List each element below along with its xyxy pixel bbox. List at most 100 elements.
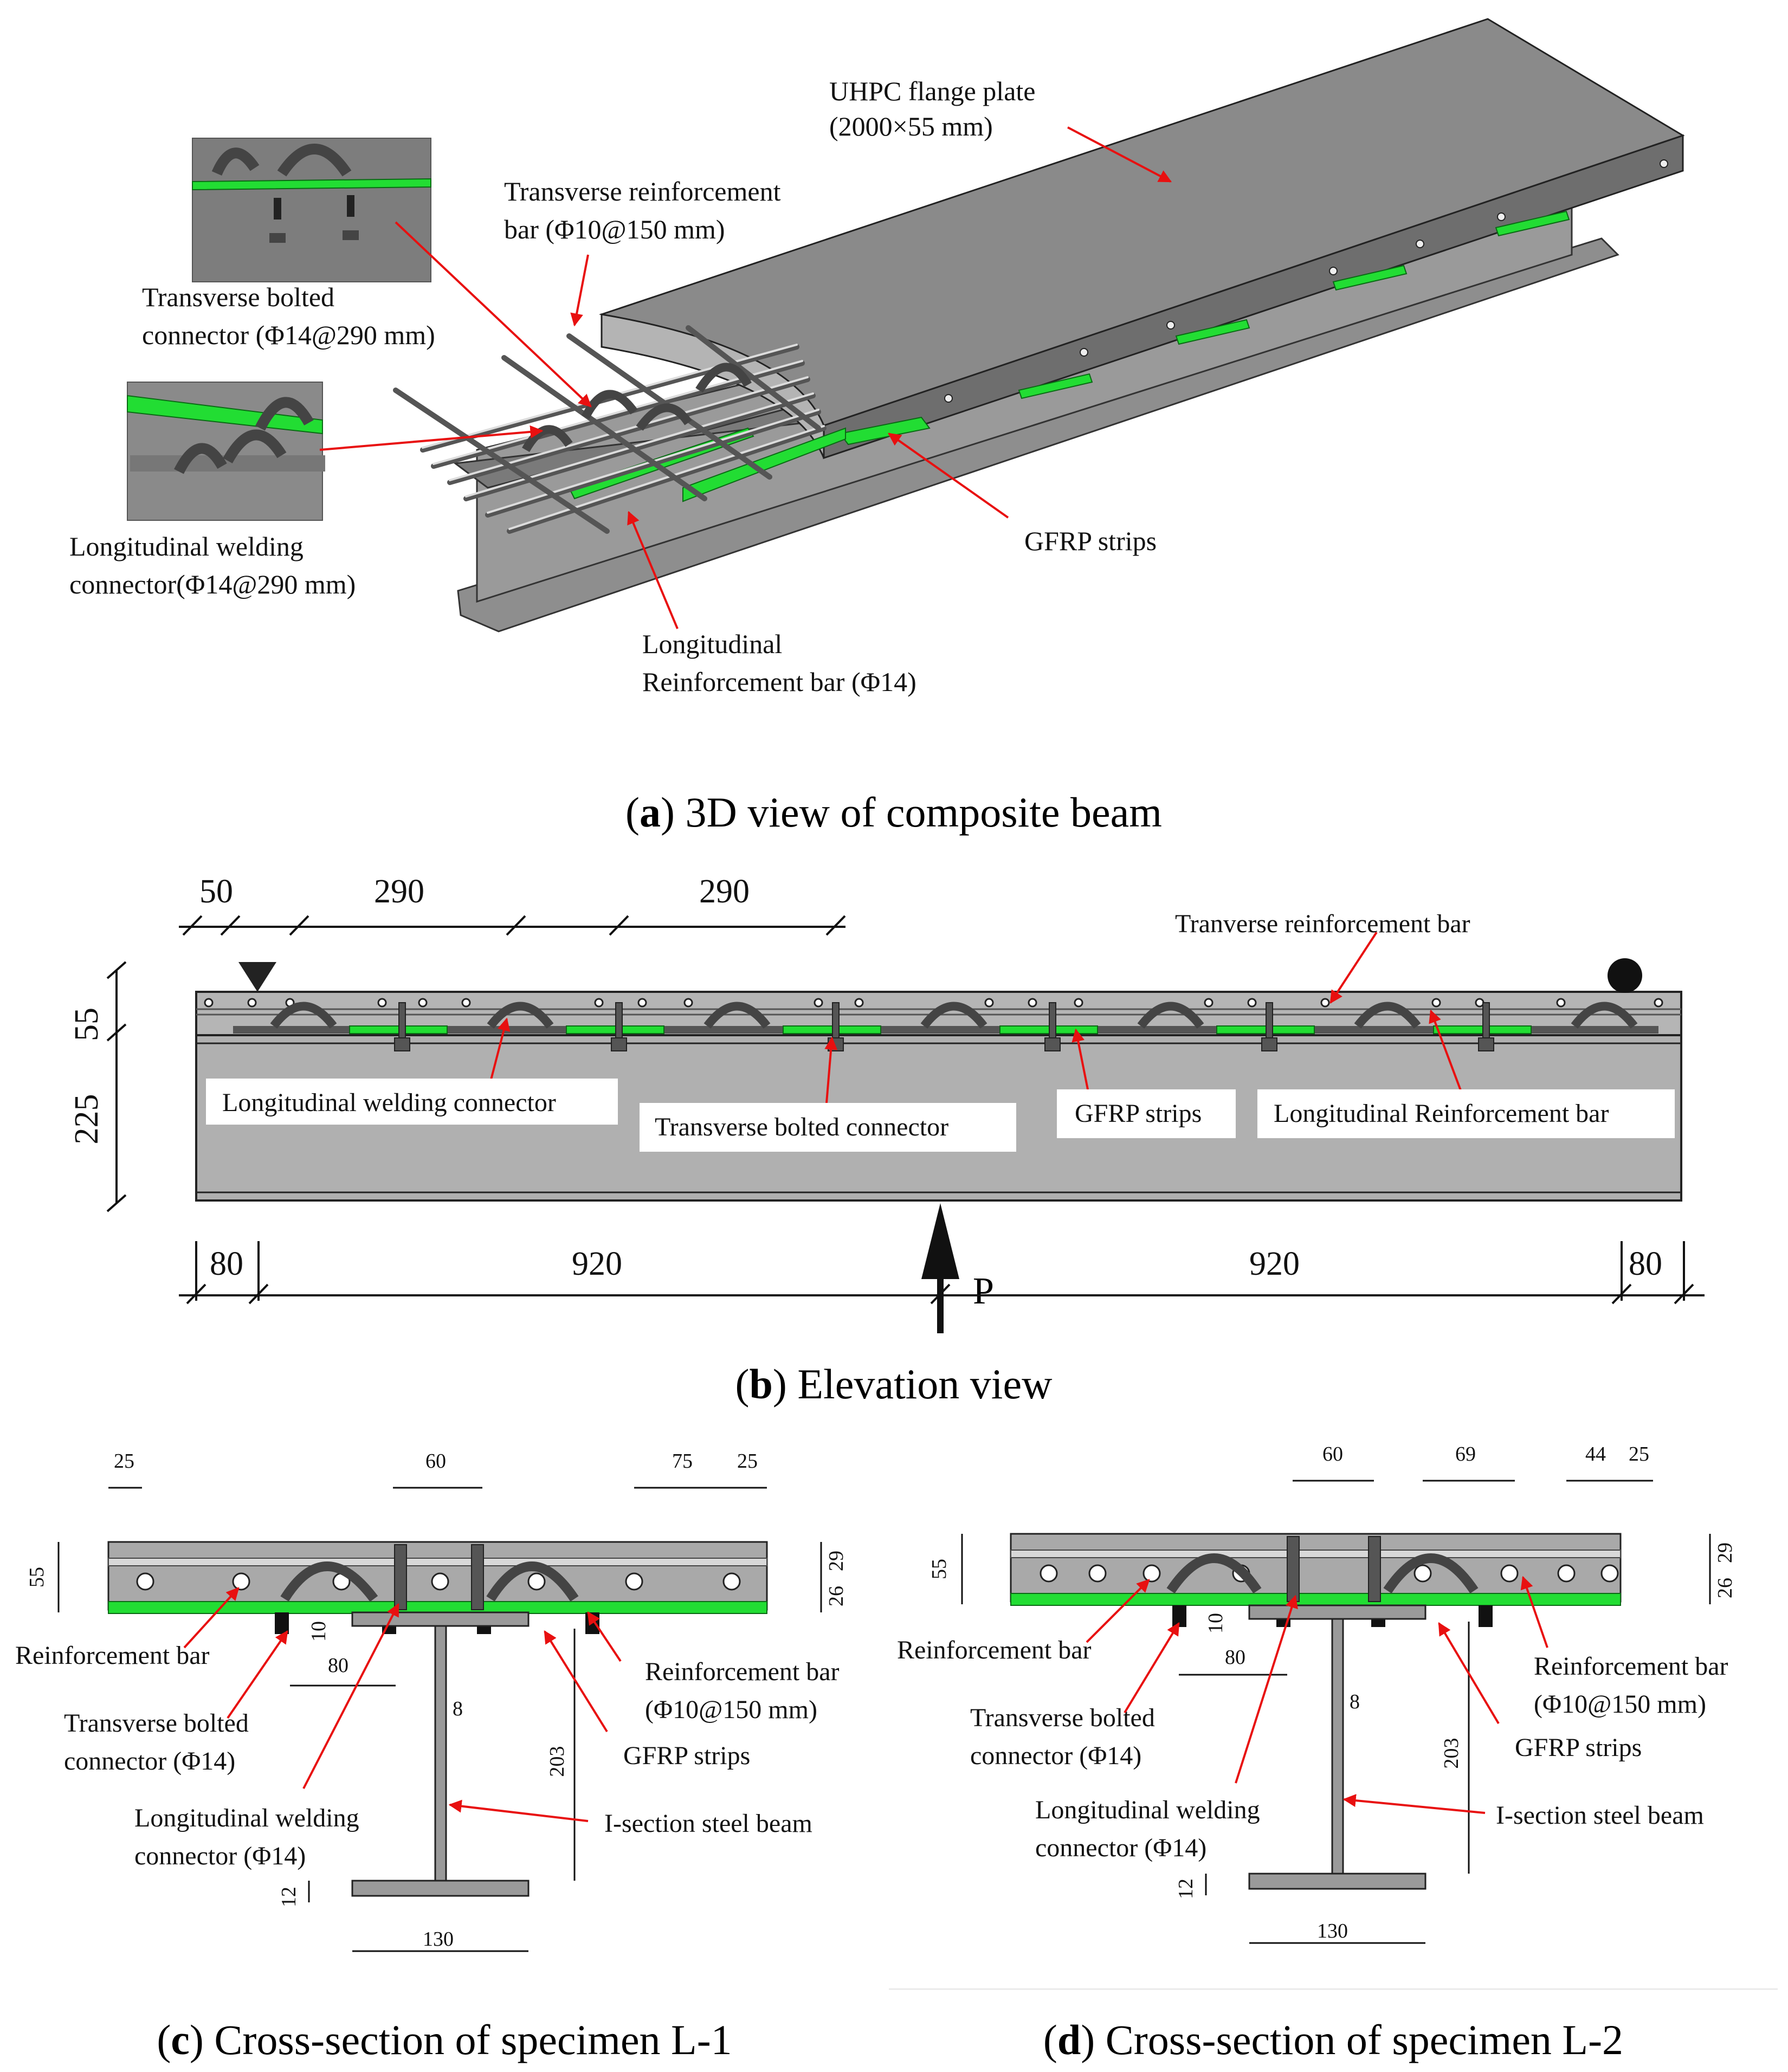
caption-d: (d) Cross-section of specimen L-2: [1043, 2016, 1623, 2063]
label-l2-welding-2: connector (Φ14): [1035, 1834, 1206, 1862]
panel-a-labels: UHPC flange plate (2000×55 mm) Transvers…: [69, 76, 1157, 697]
dim-l2-80: 80: [1225, 1646, 1245, 1669]
dims-l1: [57, 1487, 822, 1952]
label-bolted-connector: Transverse bolted connector: [655, 1113, 948, 1141]
load-arrow: [921, 1203, 959, 1279]
roller-support: [1608, 958, 1642, 993]
load-label: P: [973, 1270, 994, 1312]
dim-l2-29: 29: [1714, 1542, 1737, 1563]
dim-50: 50: [199, 873, 233, 910]
label-transverse-bar-1: Transverse reinforcement: [504, 176, 781, 206]
dims-l2-text: 60 69 44 25 55 29 26 10 80 8 203 12 130: [928, 1443, 1737, 1942]
label-l2-reinf-bar: Reinforcement bar: [897, 1636, 1092, 1664]
dim-l1-26: 26: [825, 1586, 848, 1606]
label-l2-gfrp: GFRP strips: [1515, 1733, 1642, 1762]
caption-b: (b) Elevation view: [735, 1360, 1053, 1408]
label-tranverse-bar: Tranverse reinforcement bar: [1175, 909, 1470, 938]
label-bolted-1: Transverse bolted: [142, 282, 334, 312]
dim-l1-80: 80: [328, 1654, 348, 1677]
dim-l1-130: 130: [423, 1928, 454, 1951]
dims-l1-text: 25 60 75 25 55 29 26 10 80 8 203 12 130: [25, 1450, 848, 1951]
dim-920-b: 920: [1249, 1245, 1300, 1282]
dim-l2-8: 8: [1350, 1690, 1360, 1713]
rebar-l1: [136, 1572, 741, 1591]
dims-l2: [961, 1480, 1711, 1944]
dim-l2-44: 44: [1585, 1443, 1606, 1466]
dim-l1-75: 75: [672, 1450, 693, 1473]
label-welding-2: connector(Φ14@290 mm): [69, 569, 356, 599]
label-l2-reinf-bar-r2: (Φ10@150 mm): [1534, 1690, 1706, 1719]
label-transverse-bar-2: bar (Φ10@150 mm): [504, 214, 725, 244]
bottom-flange-l1: [351, 1880, 530, 1897]
dim-l1-203: 203: [546, 1746, 569, 1777]
dim-55: 55: [68, 1008, 105, 1041]
dim-l2-55: 55: [928, 1559, 951, 1579]
label-l1-bolted-2: connector (Φ14): [64, 1747, 235, 1776]
dim-80-a: 80: [210, 1245, 243, 1282]
bottom-flange-l2: [1248, 1873, 1426, 1890]
panel-b-elevation: P 50 290 290 80 920 920 80 55 225: [68, 873, 1705, 1408]
label-l1-welding-1: Longitudinal welding: [134, 1804, 359, 1832]
label-bolted-2: connector (Φ14@290 mm): [142, 320, 435, 350]
elevation-dim-text: 50 290 290 80 920 920 80 55 225: [68, 873, 1662, 1282]
dim-290-a: 290: [374, 873, 424, 910]
label-l1-bolted-1: Transverse bolted: [64, 1709, 249, 1738]
welding-arches-3d: [522, 363, 752, 453]
dim-l2-60: 60: [1322, 1443, 1343, 1466]
panel-a-leaders: [319, 126, 1172, 629]
label-uhpc-1: UHPC flange plate: [829, 76, 1035, 106]
label-uhpc-2: (2000×55 mm): [829, 111, 993, 141]
dim-l2-130: 130: [1317, 1920, 1348, 1942]
label-gfrp: GFRP strips: [1024, 526, 1157, 556]
label-l1-reinf-bar: Reinforcement bar: [15, 1641, 210, 1670]
labels-l1: Reinforcement bar Reinforcement bar (Φ10…: [15, 1641, 840, 1870]
dim-l1-29: 29: [825, 1551, 848, 1571]
label-welding-1: Longitudinal welding: [69, 531, 304, 561]
dim-290-b: 290: [699, 873, 750, 910]
dim-l2-12: 12: [1174, 1879, 1197, 1899]
dim-225: 225: [68, 1094, 105, 1145]
dim-l1-60: 60: [425, 1450, 446, 1473]
elevation-dim-lines: [106, 915, 1705, 1305]
label-gfrp-strips: GFRP strips: [1075, 1099, 1202, 1128]
labels-l2: Reinforcement bar Reinforcement bar (Φ10…: [897, 1636, 1728, 1862]
dim-l1-10: 10: [307, 1621, 330, 1642]
label-l2-bolted-2: connector (Φ14): [970, 1741, 1141, 1770]
dim-l2-25: 25: [1629, 1443, 1649, 1466]
web-l2: [1331, 1618, 1344, 1875]
label-welding-connector: Longitudinal welding connector: [222, 1088, 556, 1117]
label-l1-gfrp: GFRP strips: [623, 1741, 750, 1770]
inset-welding-connector: [127, 382, 325, 521]
dim-l2-203: 203: [1440, 1738, 1463, 1769]
label-l1-welding-2: connector (Φ14): [134, 1842, 306, 1870]
panel-b-labels: Tranverse reinforcement bar Longitudinal…: [206, 909, 1675, 1152]
leaders-l2: [1086, 1576, 1548, 1814]
label-long-bar-1: Longitudinal: [642, 629, 782, 659]
dim-l2-69: 69: [1455, 1443, 1476, 1466]
label-l2-reinf-bar-r1: Reinforcement bar: [1534, 1652, 1728, 1681]
label-l1-reinf-bar-r2: (Φ10@150 mm): [645, 1695, 817, 1724]
dim-l1-8: 8: [453, 1697, 463, 1720]
dim-80-b: 80: [1629, 1245, 1662, 1282]
welding-arches-l1: [280, 1561, 579, 1602]
elevation-welding-arches: [270, 1002, 1638, 1029]
caption-c: (c) Cross-section of specimen L-1: [157, 2016, 732, 2063]
pin-support: [238, 962, 276, 992]
elevation-transverse-bars: [204, 998, 1663, 1008]
welding-arches-l2: [1166, 1553, 1479, 1593]
caption-a: (a) 3D view of composite beam: [625, 789, 1162, 836]
slab-l2: [1010, 1533, 1622, 1603]
top-flange-l1: [351, 1611, 530, 1627]
web-l1: [434, 1625, 447, 1882]
uhpc-slab-end: [601, 313, 825, 459]
label-l2-welding-1: Longitudinal welding: [1035, 1796, 1260, 1824]
panel-a-3d-view: UHPC flange plate (2000×55 mm) Transvers…: [69, 18, 1685, 836]
panel-c-cross-section: 25 60 75 25 55 29 26 10 80 8 203 12 130 …: [15, 1450, 848, 2063]
leaders-l1: [183, 1587, 622, 1822]
label-long-bar-2: Reinforcement bar (Φ14): [642, 667, 916, 697]
dim-l2-10: 10: [1204, 1613, 1227, 1634]
label-l1-reinf-bar-r1: Reinforcement bar: [645, 1657, 840, 1686]
top-flange-l2: [1248, 1604, 1426, 1620]
dim-l1-25a: 25: [114, 1450, 134, 1473]
